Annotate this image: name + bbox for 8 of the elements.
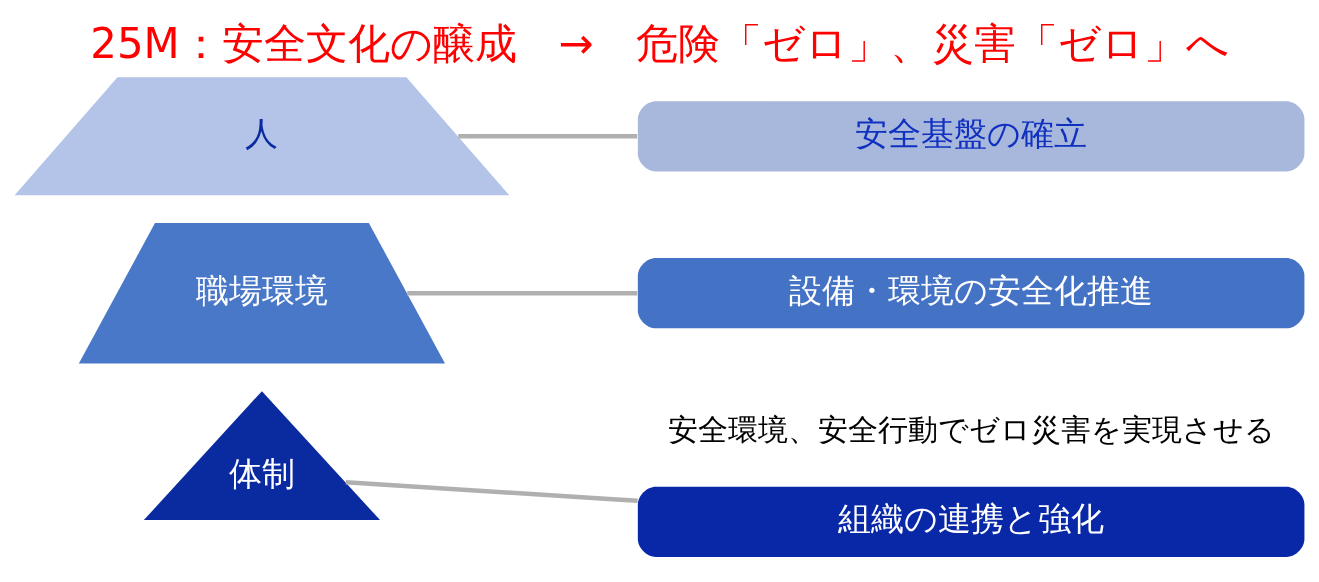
- connector: [458, 134, 638, 139]
- diagram-title: 25M：安全文化の醸成 → 危険「ゼロ」、災害「ゼロ」へ: [90, 19, 1229, 69]
- node-box: 安全基盤の確立: [637, 101, 1305, 172]
- connector: [407, 291, 638, 296]
- node-box: 組織の連携と強化: [637, 486, 1305, 558]
- node-box: 設備・環境の安全化推進: [637, 258, 1305, 329]
- connector: [345, 480, 638, 504]
- label: 安全環境、安全行動でゼロ災害を実現させる: [667, 411, 1275, 447]
